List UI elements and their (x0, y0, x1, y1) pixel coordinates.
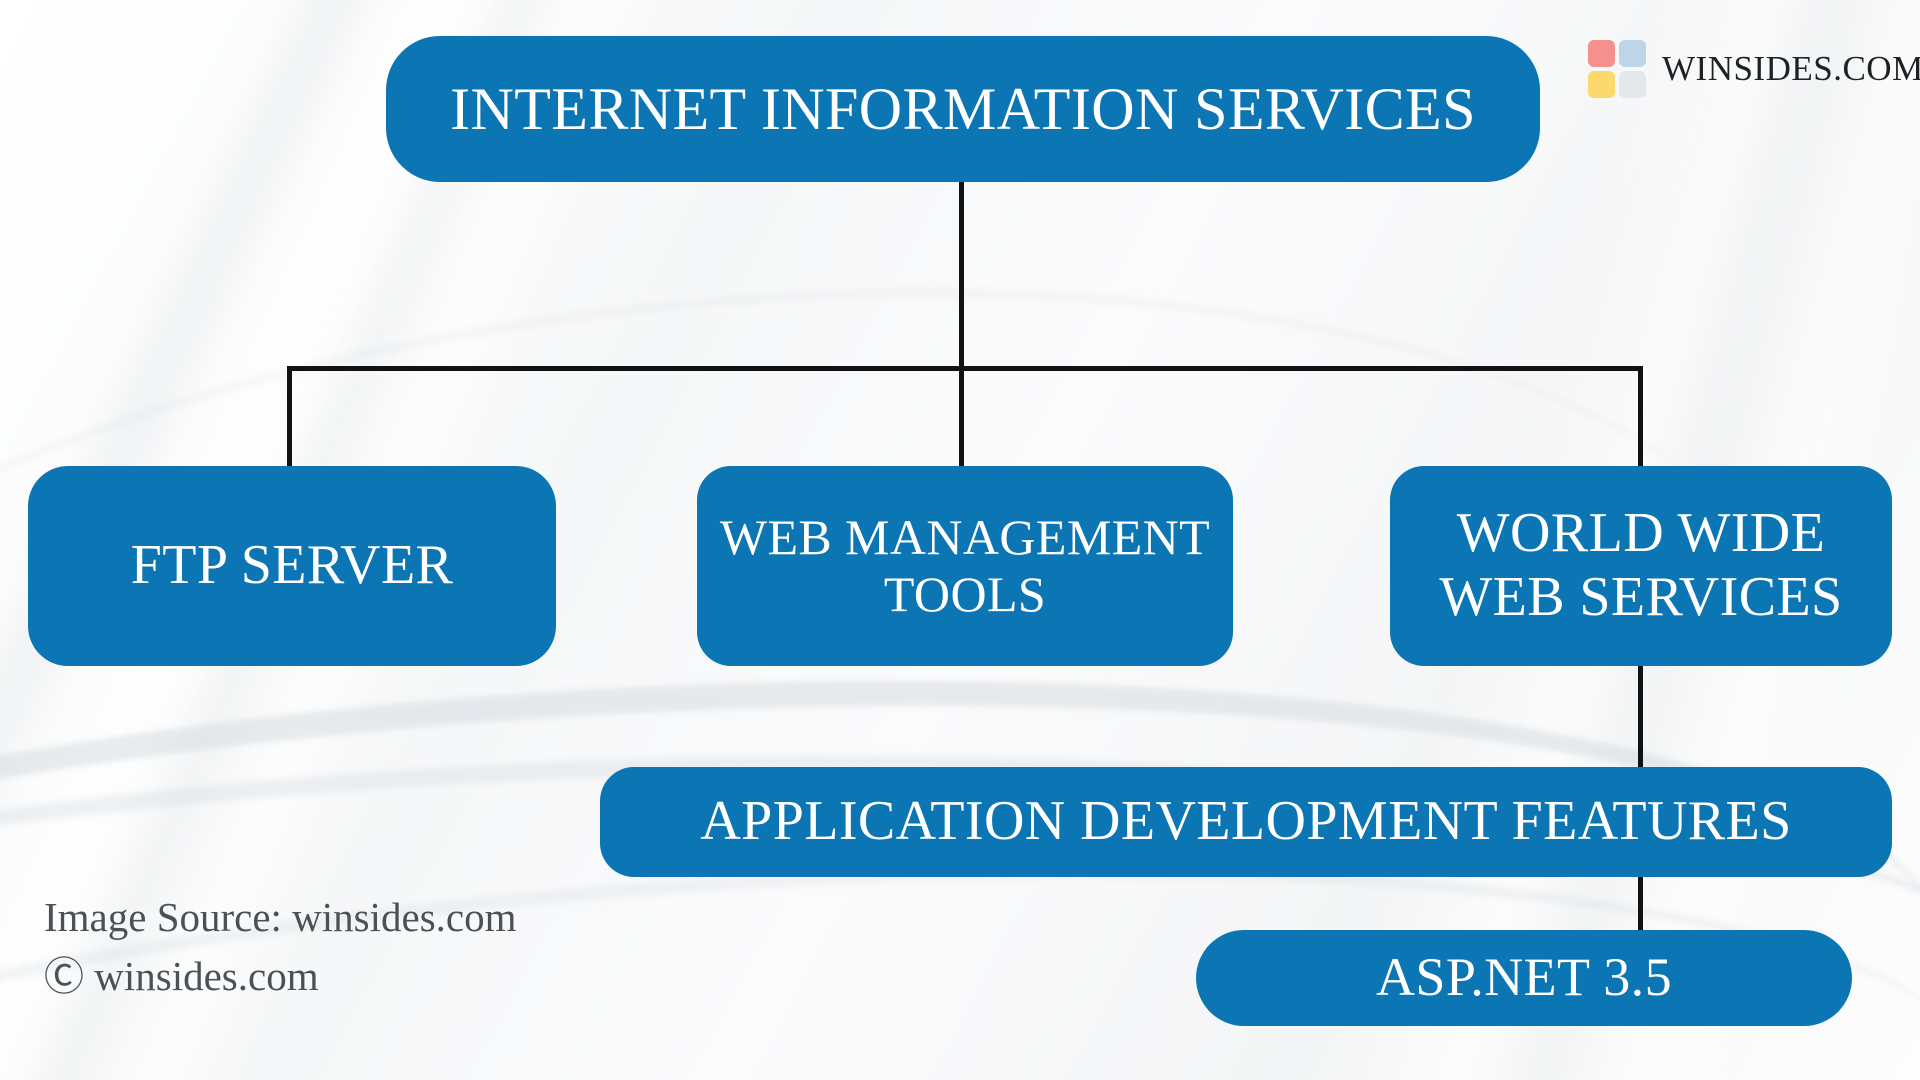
copyright-text: winsides.com (94, 953, 319, 1000)
node-label-line-1: WEB MANAGEMENT (719, 509, 1211, 565)
brand-name: WINSIDES.COM (1662, 49, 1920, 88)
image-source-text: Image Source: winsides.com (44, 894, 517, 940)
logo-square-bottom-left (1588, 71, 1615, 98)
node-ftp-server[interactable]: FTP SERVER (28, 466, 556, 666)
node-label-line-2: TOOLS (883, 566, 1047, 622)
logo-square-top-left (1588, 40, 1615, 67)
node-world-wide-web-services[interactable]: WORLD WIDE WEB SERVICES (1390, 466, 1892, 666)
logo-square-top-right (1619, 40, 1646, 67)
connector-iis-to-bus (959, 182, 964, 370)
node-label: APPLICATION DEVELOPMENT FEATURES (700, 790, 1792, 853)
node-web-management-tools[interactable]: WEB MANAGEMENT TOOLS (697, 466, 1233, 666)
copyright-icon: Ⓒ (44, 954, 84, 1000)
connector-bus-to-ftp (287, 366, 292, 468)
node-label: ASP.NET 3.5 (1376, 947, 1672, 1008)
logo-square-bottom-right (1619, 71, 1646, 98)
node-internet-information-services[interactable]: INTERNET INFORMATION SERVICES (386, 36, 1540, 182)
node-label-line-1: WORLD WIDE (1456, 502, 1826, 565)
connector-bus-to-web-management-tools (959, 366, 964, 468)
node-aspnet-35[interactable]: ASP.NET 3.5 (1196, 930, 1852, 1026)
connector-www-to-application-development-features (1638, 666, 1643, 771)
winsides-logo-icon (1588, 40, 1646, 98)
attribution-block: Image Source: winsides.com Ⓒ winsides.co… (44, 888, 517, 1007)
copyright-line: Ⓒ winsides.com (44, 947, 517, 1006)
connector-bus-to-world-wide-web-services (1638, 366, 1643, 468)
node-label: FTP SERVER (130, 534, 454, 597)
node-label-line-2: WEB SERVICES (1439, 566, 1843, 628)
connector-horizontal-bus (287, 366, 1643, 371)
node-application-development-features[interactable]: APPLICATION DEVELOPMENT FEATURES (600, 767, 1892, 877)
brand-watermark: WINSIDES.COM (1588, 40, 1920, 98)
connector-application-development-features-to-aspnet (1638, 875, 1643, 935)
node-label-wrapper: WEB MANAGEMENT TOOLS (720, 509, 1210, 623)
node-label-wrapper: WORLD WIDE WEB SERVICES (1439, 502, 1842, 630)
node-label: INTERNET INFORMATION SERVICES (450, 75, 1476, 142)
